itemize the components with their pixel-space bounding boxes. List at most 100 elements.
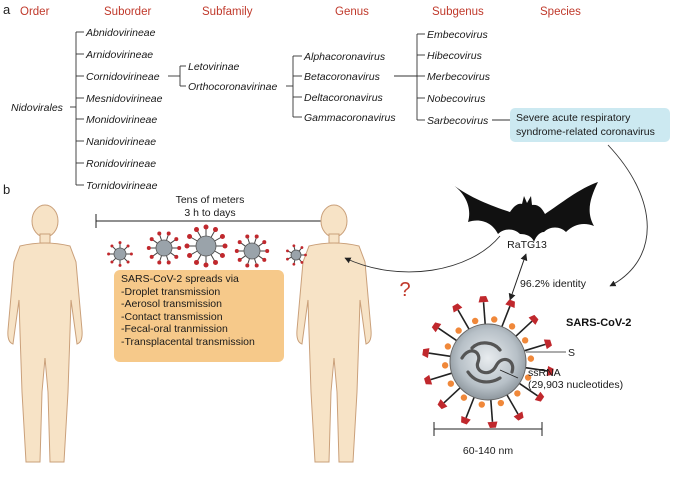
header-genus: Genus xyxy=(335,6,369,18)
panel-label-b: b xyxy=(3,182,10,197)
airborne-virus xyxy=(286,244,307,266)
spike-head xyxy=(304,253,307,257)
genus-label: Deltacoronavirus xyxy=(304,92,384,104)
subfamily-label: Letovirinae xyxy=(188,61,240,73)
virus-body xyxy=(243,242,261,260)
spike-head xyxy=(262,257,267,262)
route-item: -Transplacental transmission xyxy=(121,335,255,348)
spike-stalk xyxy=(465,397,475,419)
spike-stalk xyxy=(518,382,539,397)
spike-protein xyxy=(528,314,539,325)
ssrna-label: ssRNA xyxy=(528,367,561,379)
membrane-protein xyxy=(447,380,455,387)
membrane-protein xyxy=(478,401,485,408)
airborne-virus xyxy=(107,241,133,267)
spike-head xyxy=(245,234,250,239)
spike-head xyxy=(110,260,114,264)
spike-protein xyxy=(543,339,552,350)
species-box: Severe acute respiratory syndrome-relate… xyxy=(510,108,670,142)
s-label: S xyxy=(568,347,575,359)
bat-to-human-arrow xyxy=(344,235,501,273)
ssrna-coil xyxy=(460,341,515,384)
species-to-virus-arrow xyxy=(607,144,648,287)
time-label: 3 h to days xyxy=(184,207,235,219)
spike-head xyxy=(219,253,225,258)
spike-protein xyxy=(513,411,524,421)
virus-body xyxy=(195,235,217,257)
spike-head xyxy=(213,259,218,265)
spike-protein xyxy=(422,348,430,358)
subgenus-label: Merbecovirus xyxy=(427,71,491,83)
spike-head xyxy=(174,237,179,242)
spike-protein xyxy=(437,399,448,410)
spike-stalk xyxy=(428,352,451,358)
identity-label: 96.2% identity xyxy=(520,278,587,290)
spike-head xyxy=(118,241,122,245)
suborder-label: Monidovirineae xyxy=(86,114,157,126)
suborder-label: Cornidovirineae xyxy=(86,71,160,83)
spike-head xyxy=(262,240,267,245)
subgenus-label: Nobecovirus xyxy=(427,93,486,105)
route-item: -Aerosol transmission xyxy=(121,298,222,311)
spike-stalk xyxy=(506,394,519,415)
spike-head xyxy=(203,262,209,268)
taxonomy-tree-lines xyxy=(70,31,510,186)
spike-head xyxy=(234,249,239,253)
spike-protein xyxy=(534,391,545,402)
sars-cov-2-virion xyxy=(422,295,554,429)
membrane-protein xyxy=(444,343,452,350)
subgenus-label: Embecovirus xyxy=(427,29,488,41)
species-line-1: Severe acute respiratory xyxy=(516,112,631,124)
spike-stalk xyxy=(525,366,548,372)
membrane-protein xyxy=(471,317,479,325)
route-item: -Contact transmission xyxy=(121,310,223,323)
virion-envelope xyxy=(449,323,527,401)
spike-stalk xyxy=(482,302,486,325)
spike-head xyxy=(254,263,259,268)
genus-label: Betacoronavirus xyxy=(304,71,381,83)
header-order: Order xyxy=(20,6,50,18)
membrane-protein xyxy=(508,323,516,330)
spike-stalk xyxy=(524,343,546,352)
spike-head xyxy=(107,252,111,256)
spike-protein xyxy=(478,295,489,303)
suborder-label: Nanidovirineae xyxy=(86,136,156,148)
spike-head xyxy=(219,234,225,239)
spike-head xyxy=(187,253,193,258)
spike-head xyxy=(149,237,154,242)
genus-label: Alphacoronavirus xyxy=(303,51,386,63)
distance-label: Tens of meters xyxy=(176,194,245,206)
membrane-protein xyxy=(441,362,449,369)
spike-head xyxy=(146,246,151,250)
spike-protein xyxy=(452,303,463,313)
header-subgenus: Subgenus xyxy=(432,6,484,18)
spike-head xyxy=(126,260,130,264)
membrane-protein xyxy=(491,316,498,323)
virus-body xyxy=(290,249,302,261)
nucleotides-label: (29,903 nucleotides) xyxy=(528,379,623,391)
spike-head xyxy=(286,257,289,261)
transmission-callout: SARS-CoV-2 spreads via -Droplet transmis… xyxy=(114,270,284,362)
membrane-protein xyxy=(524,374,532,381)
spike-head xyxy=(237,257,242,262)
airborne-virus xyxy=(234,234,270,268)
spike-stalk xyxy=(490,399,494,422)
membrane-protein xyxy=(460,394,468,401)
spike-head xyxy=(292,244,296,248)
spike-protein xyxy=(461,416,471,425)
spike-head xyxy=(174,254,179,259)
genus-label: Gammacoronavirus xyxy=(304,112,396,124)
subfamily-label: Orthocoronavirinae xyxy=(188,81,277,93)
subgenus-label: Hibecovirus xyxy=(427,50,483,62)
spike-head xyxy=(213,227,218,233)
spike-protein xyxy=(487,421,498,429)
header-subfamily: Subfamily xyxy=(202,6,253,18)
spike-head xyxy=(166,260,171,265)
spike-head xyxy=(194,259,199,265)
spike-head xyxy=(129,252,133,256)
spike-stalk xyxy=(437,327,458,342)
spike-stalk xyxy=(430,372,452,381)
spike-protein xyxy=(505,299,515,308)
spike-head xyxy=(203,224,209,230)
